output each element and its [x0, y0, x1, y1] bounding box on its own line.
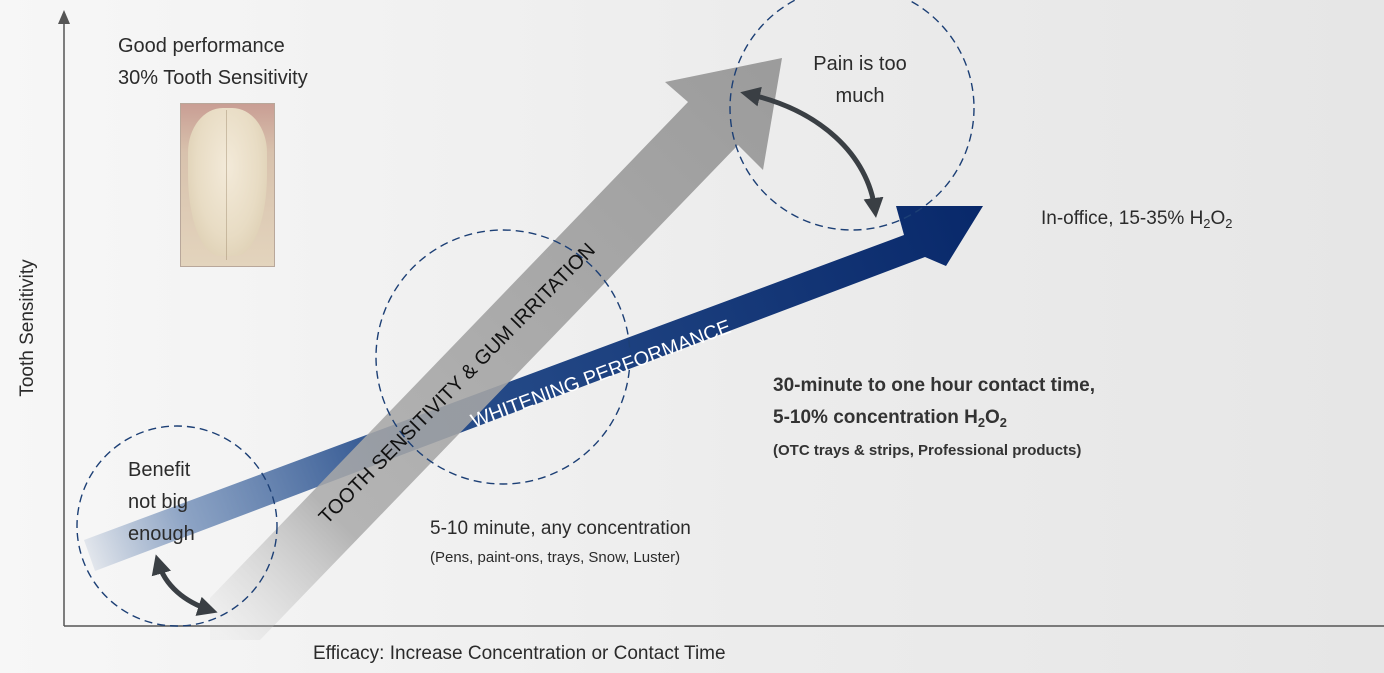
mid-regimen-line2: 5-10% concentration H2O2	[773, 402, 1095, 439]
mid-regimen-sub1: 2	[977, 414, 986, 430]
pain-callout: Pain is too much	[795, 48, 925, 112]
pain-callout-line2: much	[835, 85, 885, 107]
mid-regimen-line3: (OTC trays & strips, Professional produc…	[773, 441, 1082, 459]
axes	[58, 10, 1384, 627]
mid-regimen-text: 30-minute to one hour contact time, 5-10…	[773, 370, 1095, 463]
mid-regimen-line2-text: 5-10% concentration H	[773, 407, 978, 428]
x-axis-label: Efficacy: Increase Concentration or Cont…	[313, 643, 726, 664]
whitening-performance-arrow	[84, 206, 983, 571]
in-office-sub1: 2	[1203, 215, 1211, 231]
tooth-photo	[180, 103, 275, 267]
in-office-label: In-office, 15-35% H2O2	[1041, 208, 1232, 231]
good-performance-caption: Good performance 30% Tooth Sensitivity	[118, 30, 308, 94]
low-regimen-line2: (Pens, paint-ons, trays, Snow, Luster)	[430, 549, 681, 566]
in-office-text: In-office, 15-35% H	[1041, 208, 1204, 229]
benefit-callout: Benefit not big enough	[128, 454, 195, 550]
in-office-oxygen: O	[1210, 208, 1226, 229]
mid-regimen-sub2: 2	[999, 414, 1007, 430]
pain-double-arrow	[740, 86, 884, 218]
mid-regimen-line1: 30-minute to one hour contact time,	[773, 375, 1095, 396]
tooth-shade-divider	[226, 110, 227, 260]
sensitivity-irritation-arrow	[210, 58, 782, 640]
benefit-double-arrow	[151, 554, 218, 616]
pain-callout-line1: Pain is too	[813, 53, 907, 75]
low-regimen-text: 5-10 minute, any concentration (Pens, pa…	[430, 513, 691, 571]
low-regimen-line1: 5-10 minute, any concentration	[430, 518, 691, 539]
good-performance-line1: Good performance	[118, 35, 285, 57]
y-axis-arrowhead	[58, 10, 70, 24]
y-axis-label: Tooth Sensitivity	[17, 259, 38, 397]
in-office-sub2: 2	[1225, 215, 1233, 231]
benefit-callout-line1: Benefit	[128, 459, 191, 481]
benefit-callout-line2: not big	[128, 491, 189, 513]
tooth-image	[188, 108, 267, 256]
middle-circle	[375, 229, 631, 485]
mid-regimen-oxygen: O	[985, 407, 1000, 428]
good-performance-line2: 30% Tooth Sensitivity	[118, 67, 308, 89]
benefit-circle	[76, 425, 278, 627]
benefit-callout-line3: enough	[128, 523, 195, 545]
pain-circle	[729, 0, 975, 231]
